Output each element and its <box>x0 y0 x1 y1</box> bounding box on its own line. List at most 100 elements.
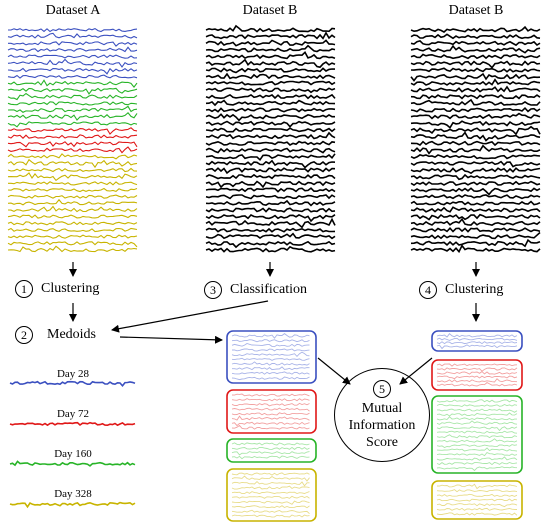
dataset-a-trace-blue <box>7 74 138 79</box>
classification-box-red-trace <box>231 402 310 407</box>
step-number-4: 4 <box>419 281 437 299</box>
step-classification: 3 Classification <box>204 281 307 299</box>
dataset-a-trace-blue <box>7 32 138 39</box>
dataset-b-classification-traces-trace <box>205 67 336 74</box>
dataset-b-title-classification: Dataset B <box>242 3 298 18</box>
step-number-2: 2 <box>15 326 33 344</box>
dataset-b-classification-traces-trace <box>205 50 336 60</box>
dataset-b-classification-traces-trace <box>205 120 336 128</box>
dataset-b-clustering-traces-trace <box>410 25 541 33</box>
clustering-box-green-trace <box>436 403 518 407</box>
dataset-b-clustering-traces-trace <box>410 167 541 175</box>
dataset-b-clustering-traces-trace <box>410 200 541 206</box>
clustering-box-yellow-trace <box>436 507 518 511</box>
dataset-b-classification-traces-trace <box>205 173 336 180</box>
clustering-box-green-trace <box>436 426 518 432</box>
classification-box-green-trace <box>231 455 310 460</box>
step-label-clustering-a: Clustering <box>41 281 100 296</box>
clustering-box-green <box>431 395 523 474</box>
dataset-a-trace-blue <box>7 58 138 68</box>
dataset-a-trace-yellow <box>7 153 138 160</box>
classification-box-yellow-trace <box>231 485 310 490</box>
classification-box-blue <box>226 330 317 384</box>
clustering-box-green-trace <box>436 456 518 461</box>
dataset-b-clustering-traces-trace <box>410 213 541 221</box>
classification-box-blue-trace <box>231 371 310 375</box>
dataset-a-trace-yellow <box>7 187 138 193</box>
dataset-b-classification-traces-trace <box>205 147 336 154</box>
step-label-medoids: Medoids <box>47 327 96 342</box>
dataset-b-classification-traces-trace <box>205 99 336 107</box>
dataset-b-title-clustering: Dataset B <box>448 3 504 18</box>
mis-line-2: Information <box>348 417 416 433</box>
medoid-trace-3 <box>9 501 136 509</box>
dataset-b-clustering-traces-trace <box>410 160 541 168</box>
dataset-a-trace-red <box>7 134 138 139</box>
classification-box-green-trace <box>231 442 310 446</box>
dataset-a-trace-red <box>7 127 138 135</box>
dataset-b-clustering-traces-trace <box>410 85 541 93</box>
dataset-b-clustering-traces-trace <box>410 94 541 100</box>
step-number-5: 5 <box>373 379 391 398</box>
clustering-box-green-trace <box>436 430 518 434</box>
dataset-a-trace-green <box>7 92 138 101</box>
dataset-b-clustering-traces-trace <box>410 173 541 181</box>
classification-box-yellow-trace <box>231 472 310 476</box>
dataset-b-classification-traces-trace <box>205 80 336 86</box>
clustering-box-yellow <box>431 480 523 520</box>
dataset-a-trace-blue <box>7 46 138 53</box>
classification-box-blue-frame <box>226 330 317 384</box>
dataset-b-clustering-traces <box>410 25 541 254</box>
dataset-a-trace-green <box>7 87 138 95</box>
dataset-b-classification-traces-trace <box>205 187 336 193</box>
mis-line-1: Mutual <box>361 400 403 416</box>
classification-box-green-trace <box>231 451 310 456</box>
clustering-box-green-trace <box>436 412 518 417</box>
dataset-b-clustering-traces-trace <box>410 125 541 136</box>
classification-box-blue-trace <box>231 339 310 343</box>
dataset-b-clustering-traces-trace <box>410 53 541 60</box>
classification-box-blue-trace <box>231 376 310 381</box>
clustering-box-blue-trace <box>436 333 518 338</box>
clustering-box-yellow-trace <box>436 503 518 508</box>
clustering-box-blue-frame <box>431 330 523 352</box>
classification-box-red-trace <box>231 415 310 421</box>
step-clustering-b: 4 Clustering <box>419 281 503 299</box>
dataset-b-classification-traces-trace <box>205 232 336 240</box>
clustering-box-green-trace <box>436 444 518 449</box>
dataset-a-trace-blue <box>7 54 138 59</box>
dataset-b-clustering-traces-trace <box>410 72 541 82</box>
medoid-label-day-328: Day 328 <box>54 488 92 500</box>
dataset-b-clustering-traces-trace <box>410 67 541 73</box>
dataset-b-classification-traces-trace <box>205 58 336 69</box>
clustering-box-green-trace <box>436 451 518 457</box>
clustering-box-yellow-trace <box>436 498 518 502</box>
mutual-information-score-node: 5 Mutual Information Score <box>334 368 430 462</box>
dataset-b-clustering-traces-trace <box>410 238 541 248</box>
dataset-b-classification-traces-trace <box>205 213 336 223</box>
classification-box-blue-trace <box>231 351 310 358</box>
clustering-box-green-trace <box>436 434 518 439</box>
dataset-a-trace-green <box>7 121 138 128</box>
step-label-clustering-b: Clustering <box>445 282 504 297</box>
dataset-b-clustering-traces-trace <box>410 60 541 69</box>
dataset-b-clustering-traces-trace <box>410 106 541 113</box>
dataset-b-classification-traces-trace <box>205 240 336 249</box>
dataset-b-classification-traces-trace <box>205 127 336 133</box>
classification-box-blue-trace <box>231 348 310 352</box>
dataset-b-classification-traces-trace <box>205 153 336 162</box>
dataset-b-clustering-traces-trace <box>410 244 541 254</box>
dataset-b-classification-traces-trace <box>205 93 336 100</box>
clustering-box-green-frame <box>431 395 523 474</box>
clustering-box-green-trace <box>436 416 517 421</box>
dataset-b-classification-traces-trace <box>205 227 336 233</box>
dataset-b-clustering-traces-trace <box>410 40 541 47</box>
dataset-b-classification-traces-trace <box>205 107 336 113</box>
dataset-b-clustering-traces-trace <box>410 33 541 40</box>
clustering-box-blue-trace <box>436 341 518 345</box>
step-clustering-a: 1 Clustering <box>15 280 99 298</box>
dataset-a-trace-yellow <box>7 198 138 206</box>
clustering-box-yellow-trace <box>436 493 518 497</box>
dataset-b-clustering-traces-trace <box>410 131 541 142</box>
clustering-box-green-trace <box>436 466 518 472</box>
